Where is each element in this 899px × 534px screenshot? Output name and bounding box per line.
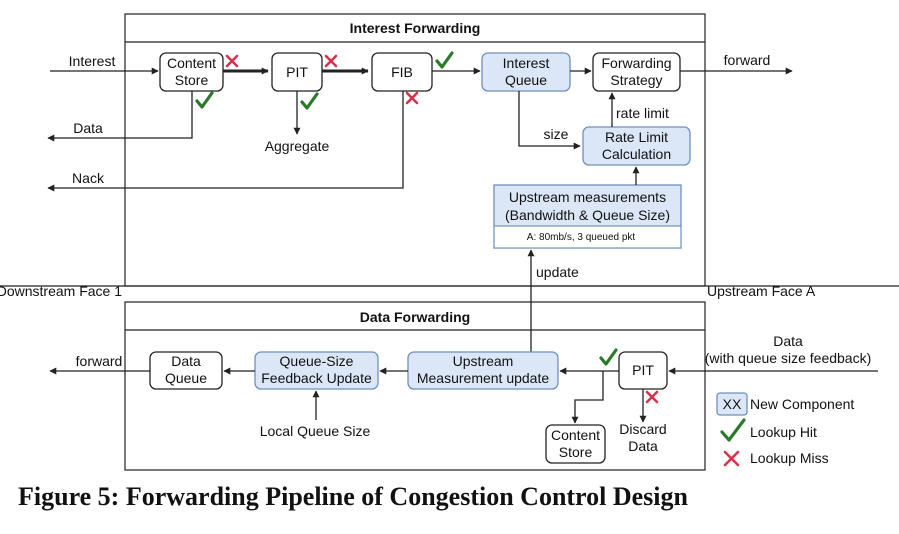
fib-hit-check-icon: [435, 51, 454, 69]
fib-label: FIB: [391, 64, 413, 80]
measurement-update-label-1: Upstream: [453, 353, 514, 369]
data-forwarding-frame: [124, 301, 706, 471]
queue-size-arrow: [518, 91, 581, 150]
content-store-box: Content Store: [159, 52, 224, 92]
legend-new-component-label: New Component: [750, 396, 854, 412]
interest-forwarding-title: Interest Forwarding: [350, 20, 481, 36]
legend-new-component-swatch: [716, 392, 748, 416]
data-in-label-2: (with queue size feedback): [705, 350, 872, 366]
upstream-measurements-example: A: 80mb/s, 3 queued pkt: [527, 232, 636, 243]
data-pit-box: PIT: [618, 351, 668, 390]
pit-label: PIT: [286, 64, 308, 80]
measurement-update-box: Upstream Measurement update: [407, 351, 559, 390]
local-queue-size-label: Local Queue Size: [260, 423, 371, 439]
legend-miss-label: Lookup Miss: [750, 450, 829, 466]
fib-miss-cross-icon: [405, 91, 419, 105]
forwarding-strategy-label-1: Forwarding: [601, 55, 671, 71]
forward-out-label: forward: [724, 52, 771, 68]
data-in-label-1: Data: [773, 333, 803, 349]
cs-miss-cross-icon: [225, 54, 239, 68]
data-cs-label-1: Content: [551, 427, 600, 443]
content-store-label-1: Content: [167, 55, 216, 71]
upstream-measurements-label-1: Upstream measurements: [509, 189, 666, 205]
data-return-arrow: [47, 91, 193, 142]
interest-queue-box: Interest Queue: [481, 52, 571, 92]
upstream-measurements-box: Upstream measurements (Bandwidth & Queue…: [493, 184, 682, 249]
fib-box: FIB: [371, 52, 433, 92]
data-queue-label-2: Queue: [165, 370, 207, 386]
forwarding-strategy-box: Forwarding Strategy: [592, 52, 681, 92]
discard-label-1: Discard: [619, 421, 666, 437]
rate-limit-label: rate limit: [616, 105, 669, 121]
data-forward-label: forward: [76, 353, 123, 369]
pit-miss-cross-icon: [324, 54, 338, 68]
data-cs-label-2: Store: [559, 444, 593, 460]
feedback-update-label-1: Queue-Size: [280, 353, 354, 369]
pit-hit-check-icon: [300, 92, 319, 110]
data-queue-box: Data Queue: [149, 351, 223, 390]
interest-queue-label-2: Queue: [505, 72, 547, 88]
feedback-update-box: Queue-Size Feedback Update: [254, 351, 379, 390]
forwarding-strategy-label-2: Strategy: [610, 72, 662, 88]
measurement-update-label-2: Measurement update: [417, 370, 550, 386]
data-out-label: Data: [73, 120, 103, 136]
nack-return-arrow: [47, 91, 404, 192]
data-content-store-box: Content Store: [545, 424, 606, 464]
feedback-update-label-2: Feedback Update: [261, 370, 372, 386]
data-pit-hit-check-icon: [599, 348, 618, 366]
legend-new-component-marker: XX: [723, 396, 742, 412]
upstream-face-label: Upstream Face A: [707, 283, 816, 299]
cs-hit-check-icon: [195, 91, 214, 109]
interest-in-label: Interest: [69, 53, 116, 69]
nack-out-label: Nack: [72, 170, 105, 186]
data-pit-miss-cross-icon: [645, 390, 659, 404]
content-store-label-2: Store: [175, 72, 209, 88]
downstream-face-label: Downstream Face 1: [0, 283, 122, 299]
update-label: update: [536, 264, 579, 280]
to-content-store-arrow: [571, 371, 604, 424]
aggregate-label: Aggregate: [265, 138, 330, 154]
legend: XX New Component Lookup Hit Lookup Miss: [716, 392, 854, 467]
discard-label-2: Data: [628, 438, 658, 454]
rate-limit-label-1: Rate Limit: [605, 129, 668, 145]
rate-limit-calculation-box: Rate Limit Calculation: [582, 126, 691, 166]
pit-box: PIT: [271, 52, 323, 92]
legend-hit-label: Lookup Hit: [750, 424, 817, 440]
upstream-measurements-label-2: (Bandwidth & Queue Size): [505, 207, 670, 223]
data-pit-label: PIT: [632, 362, 654, 378]
figure-caption: Figure 5: Forwarding Pipeline of Congest…: [18, 482, 689, 511]
data-queue-label-1: Data: [171, 353, 201, 369]
interest-queue-label-1: Interest: [503, 55, 550, 71]
rate-limit-label-2: Calculation: [602, 146, 671, 162]
size-label: size: [544, 126, 569, 142]
data-forwarding-title: Data Forwarding: [360, 309, 470, 325]
legend-hit-check-icon: [720, 418, 746, 442]
